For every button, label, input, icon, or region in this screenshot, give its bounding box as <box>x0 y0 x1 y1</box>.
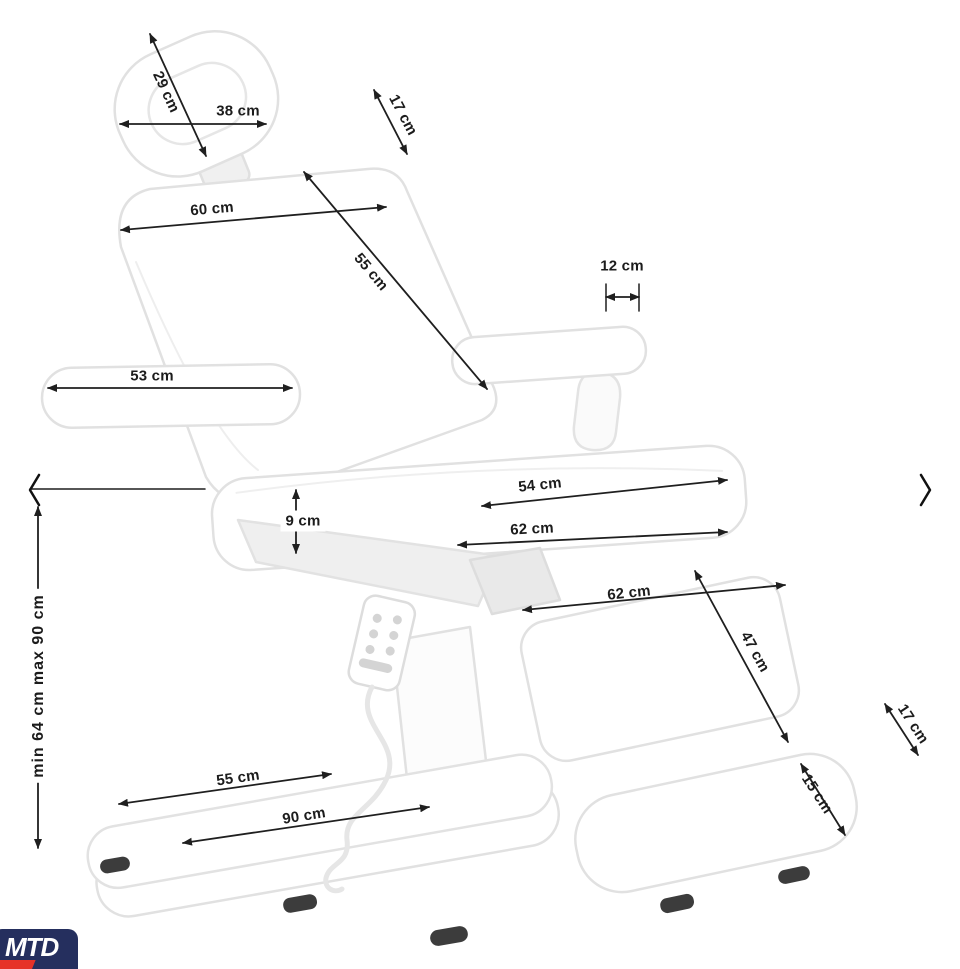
dim-arrow-headrest-depth <box>149 33 207 157</box>
brand-badge-text: MTD <box>5 932 59 962</box>
backrest <box>118 167 498 503</box>
dim-seat-cushion-height-label: 9 cm <box>280 510 326 532</box>
dim-armrest-width-label: 12 cm <box>600 257 644 275</box>
left-armrest <box>40 363 302 429</box>
legrest-hinge <box>468 546 562 616</box>
dim-arrow-backrest-length <box>303 171 488 390</box>
right-armrest <box>450 325 648 386</box>
dim-ticks-armrest-width <box>605 283 640 312</box>
dim-armrest-length-label: 53 cm <box>130 367 174 385</box>
dim-arrow-seat-width <box>457 528 728 549</box>
carousel-next-button[interactable] <box>910 470 940 510</box>
footrest <box>574 752 858 894</box>
dim-seat-width-label: 62 cm <box>509 519 555 539</box>
chevron-left-icon <box>28 473 41 507</box>
dim-arrow-footrest-depth <box>800 763 846 836</box>
chair-illustration <box>40 30 858 946</box>
feet-pads <box>100 856 810 946</box>
brand-badge: MTD <box>0 929 78 969</box>
dim-arrow-footrest-thickness <box>884 703 919 756</box>
dim-arrow-seat-depth <box>481 476 728 510</box>
chevron-right-icon <box>919 473 932 507</box>
dim-arrow-headrest-thickness <box>373 89 408 155</box>
right-armrest-support <box>572 370 622 452</box>
dim-arrow-legrest-length <box>694 570 789 743</box>
dim-arrow-base-width <box>118 771 332 807</box>
dim-arrow-base-length <box>182 804 430 846</box>
headrest <box>113 30 280 178</box>
carousel-prev-button[interactable] <box>20 470 50 510</box>
dim-height-range-label: min 64 cm max 90 cm <box>28 589 50 783</box>
seat-underframe <box>236 518 502 608</box>
dim-headrest-width-label: 38 cm <box>216 102 260 120</box>
